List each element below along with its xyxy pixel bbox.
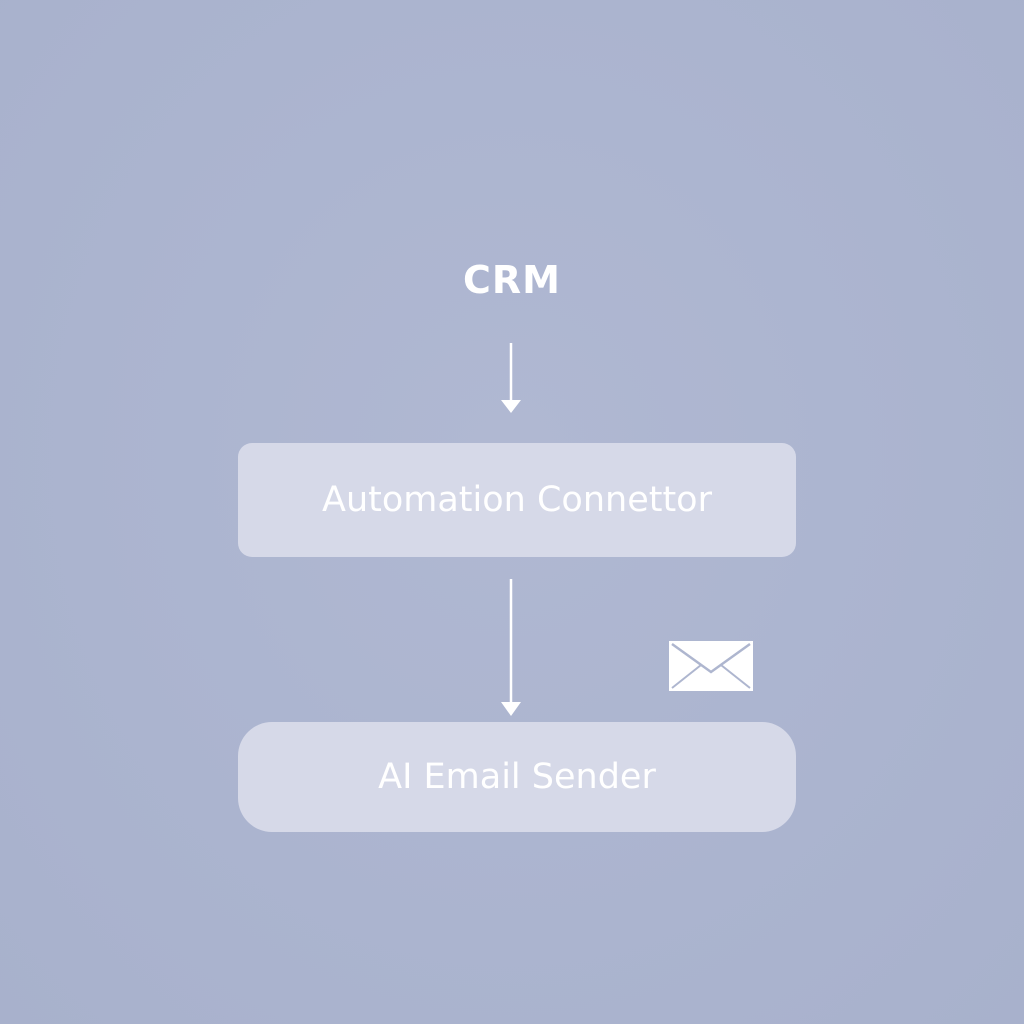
- automation-connector-node[interactable]: Automation Connettor: [238, 443, 796, 557]
- ai-email-sender-label: AI Email Sender: [378, 757, 656, 797]
- crm-label: CRM: [463, 258, 561, 302]
- arrow-connector-to-sender: [501, 579, 521, 716]
- envelope-icon: [669, 641, 753, 691]
- automation-connector-label: Automation Connettor: [322, 480, 712, 520]
- arrow-crm-to-connector: [501, 343, 521, 413]
- ai-email-sender-node[interactable]: AI Email Sender: [238, 722, 796, 832]
